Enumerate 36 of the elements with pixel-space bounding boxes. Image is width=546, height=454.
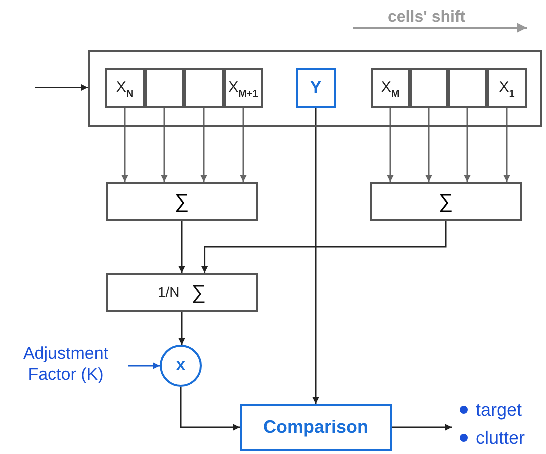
arrow [180,387,240,431]
output-label: clutter [476,427,526,450]
empty-cell [410,68,448,108]
arrow [201,221,447,273]
arrow [161,108,168,182]
arrow [178,221,186,273]
empty-cell [448,68,487,108]
arrow [504,108,510,182]
empty-cell [145,68,184,108]
arrow [178,312,186,345]
arrow [312,108,320,404]
arrow [464,108,471,182]
register-cell: X$_{N}$ [105,68,145,108]
fraction-label: 1/N [158,283,180,302]
arrow [426,108,432,182]
sum-symbol: ∑ [192,280,206,306]
shift-label: cells' shift [388,8,466,28]
register-cell: X$_{M}$ [371,68,410,108]
output-label: target [476,399,522,422]
arrow [392,424,452,431]
empty-cell [184,68,224,108]
average-box [106,273,258,312]
register-cell: X$_{1}$ [487,68,527,108]
arrow [240,108,247,182]
shift-register-box [88,50,542,127]
arrow [128,362,160,370]
arrow [200,108,208,182]
sum-box: ∑ [106,182,258,221]
arrow [387,108,394,182]
comparison-box: Comparison [240,404,392,451]
arrow [122,108,128,182]
register-cell: X$_{M+1}$ [224,68,263,108]
arrow [35,84,88,92]
test-cell: Y [296,68,336,108]
sum-box: ∑ [370,182,522,221]
annotation-text: Adjustment Factor (K) [4,343,128,389]
